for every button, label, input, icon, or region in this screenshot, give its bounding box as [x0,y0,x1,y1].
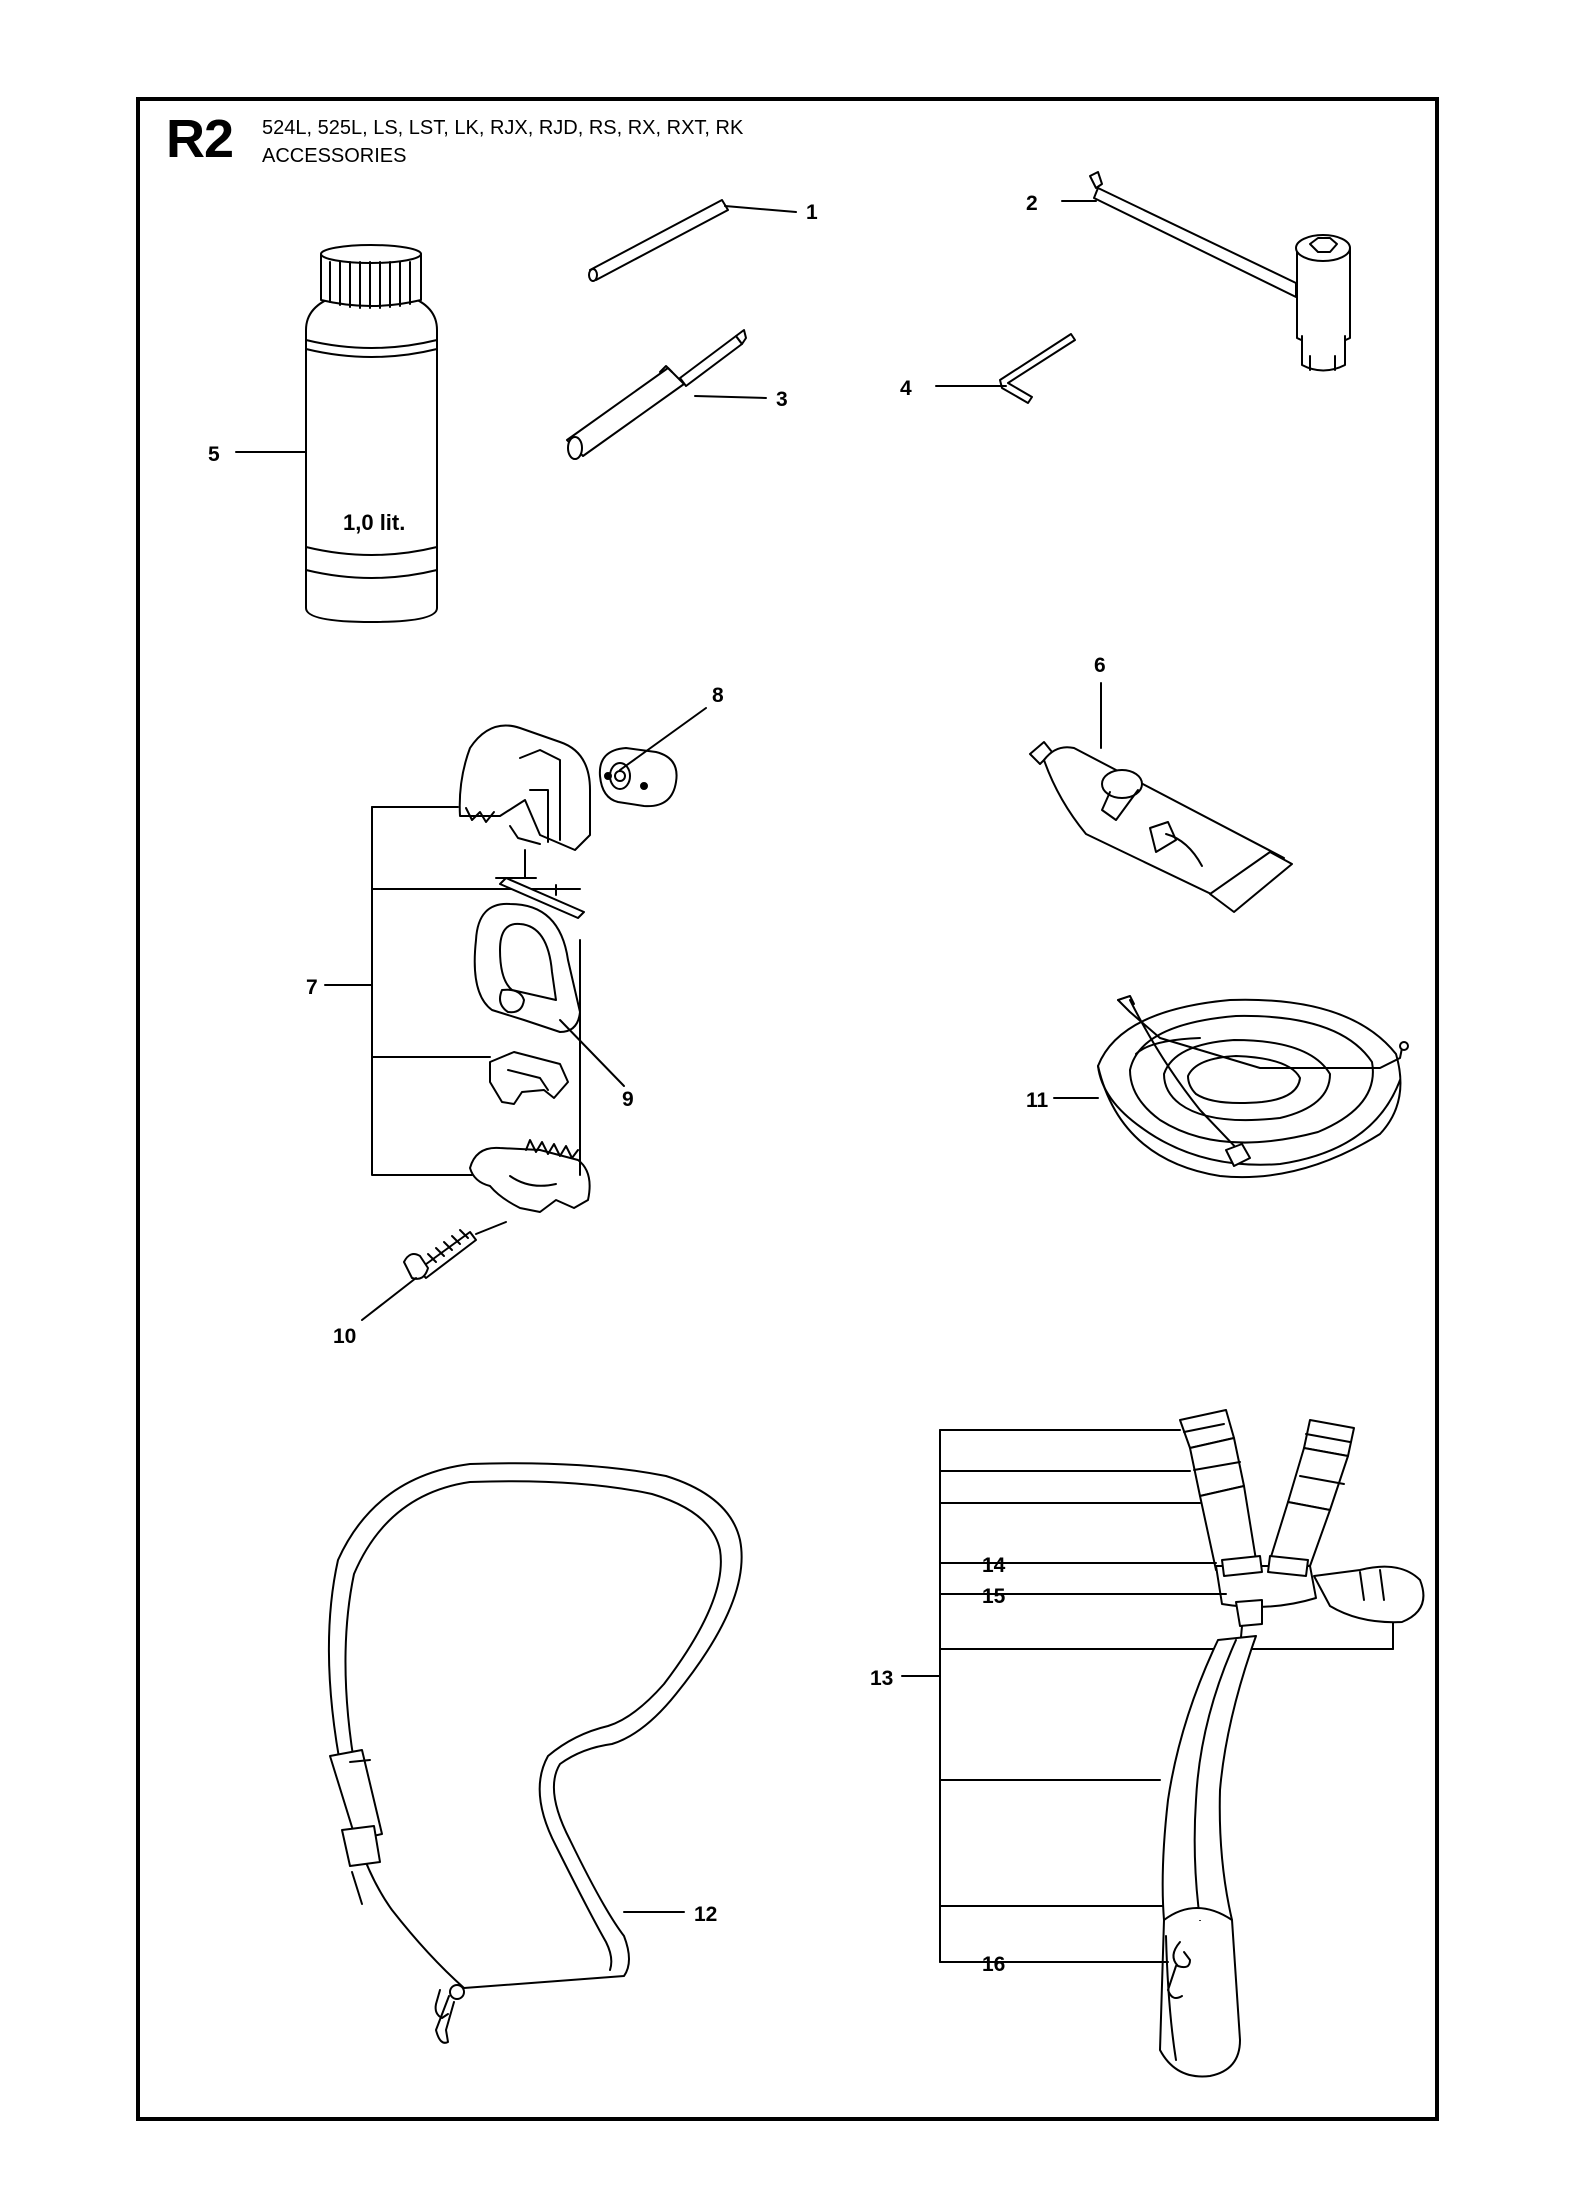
part-3-screwdriver: 3 [566,329,788,460]
callout-12: 12 [694,1903,717,1926]
callout-4: 4 [900,377,912,400]
callout-5: 5 [208,443,220,466]
callout-9: 9 [622,1088,634,1111]
diagram-frame [136,97,1439,2121]
part-9-handle-ring: 9 [559,1019,634,1111]
part-6-grease-tube: 6 [1029,654,1293,913]
part-13-harness: 13 [870,1409,1425,2078]
callout-2: 2 [1026,192,1038,215]
section-title: ACCESSORIES [262,145,407,167]
part-11-trimmer-line: 11 [1026,995,1409,1179]
callout-16: 16 [982,1953,1005,1976]
callout-3: 3 [776,388,788,411]
callout-10: 10 [333,1325,356,1348]
part-2-combination-spanner: 2 [1026,171,1351,372]
callout-6: 6 [1094,654,1106,677]
part-14-strap-buckle: 14 [982,1554,1217,1577]
callout-1: 1 [806,201,818,224]
part-15-back-plate: 15 [982,1585,1227,1608]
callout-15: 15 [982,1585,1006,1608]
part-5-oil-bottle: 1,0 lit. 5 [208,244,438,623]
part-1-rod: 1 [588,199,818,282]
callout-11: 11 [1026,1089,1049,1112]
callout-7: 7 [306,976,318,999]
part-10-screw: 10 [333,1221,507,1348]
part-8-knob: 8 [598,684,724,808]
bottle-volume-label: 1,0 lit. [343,510,405,535]
part-7-clamp-assembly: 7 [306,724,591,1213]
callout-13: 13 [870,1667,893,1690]
section-code: R2 [166,109,234,169]
part-4-hex-key: 4 [900,333,1076,404]
part-12-shoulder-strap: 12 [327,1462,743,2044]
callout-14: 14 [982,1554,1006,1577]
part-16-snap-hook: 16 [982,1953,1169,1976]
model-list: 524L, 525L, LS, LST, LK, RJX, RJD, RS, R… [262,117,744,139]
callout-8: 8 [712,684,724,707]
